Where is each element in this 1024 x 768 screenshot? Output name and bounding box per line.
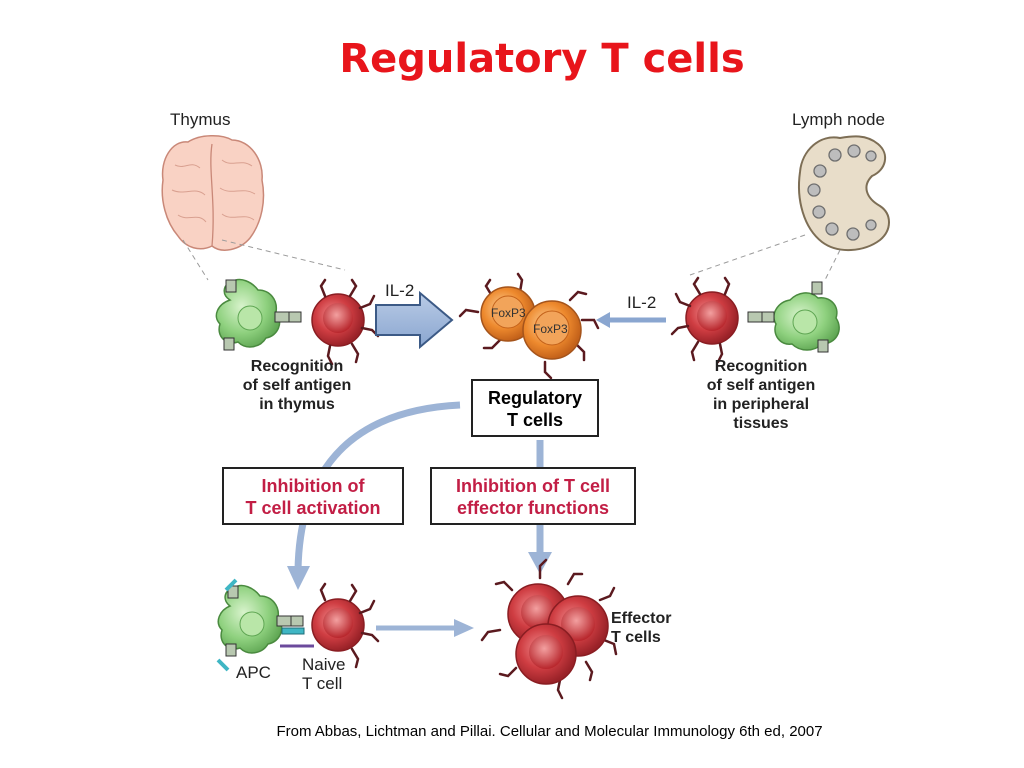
effector-t-cells-icon bbox=[480, 558, 618, 700]
inhibit-effector-box: Inhibition of T cell effector functions bbox=[430, 467, 636, 525]
peripheral-tcell-apc-pair bbox=[670, 276, 840, 364]
slide-title: Regulatory T cells bbox=[339, 36, 745, 82]
il2-left-label: IL-2 bbox=[385, 281, 415, 300]
inhibit-effector-line1: Inhibition of T cell bbox=[456, 476, 610, 496]
treg-box-line1: Regulatory bbox=[487, 388, 583, 408]
foxp3-label-b: FoxP3 bbox=[533, 322, 568, 336]
recog-periph-line2: of self antigen bbox=[706, 377, 816, 394]
thymus-label: Thymus bbox=[170, 110, 231, 129]
citation-footer: From Abbas, Lichtman and Pillai. Cellula… bbox=[276, 723, 823, 740]
lymph-node-label: Lymph node bbox=[792, 110, 885, 129]
inhibit-effector-line2: effector functions bbox=[456, 498, 609, 518]
il2-arrow-left bbox=[375, 290, 454, 350]
recognition-thymus-label: Recognition of self antigen in thymus bbox=[222, 357, 372, 414]
naive-t-cell-label: Naive T cell bbox=[302, 655, 345, 693]
activation-arrow bbox=[376, 619, 474, 637]
recog-periph-line3: in peripheral bbox=[712, 396, 810, 413]
recog-thymus-line3: in thymus bbox=[259, 396, 335, 413]
effector-t-cells-label: Effector T cells bbox=[611, 609, 671, 647]
thymus-icon bbox=[161, 135, 265, 251]
regulatory-t-cells-icon bbox=[458, 272, 600, 380]
recog-thymus-line1: Recognition bbox=[250, 358, 344, 375]
dashed-connectors bbox=[182, 234, 841, 281]
apc-label: APC bbox=[236, 663, 271, 682]
effector-line2: T cells bbox=[611, 629, 661, 646]
thymus-apc-tcell-pair bbox=[215, 278, 380, 366]
treg-box-line2: T cells bbox=[506, 410, 564, 430]
effector-line1: Effector bbox=[611, 610, 672, 627]
foxp3-label-a: FoxP3 bbox=[491, 306, 526, 320]
recognition-peripheral-label: Recognition of self antigen in periphera… bbox=[686, 357, 836, 433]
recog-thymus-line2: of self antigen bbox=[242, 377, 352, 394]
inhibit-activation-box: Inhibition of T cell activation bbox=[222, 467, 404, 525]
il2-arrow-right bbox=[596, 312, 666, 328]
inhibit-activation-line2: T cell activation bbox=[245, 498, 381, 518]
il2-right-label: IL-2 bbox=[627, 293, 657, 312]
inhibit-activation-line1: Inhibition of bbox=[261, 476, 365, 496]
regulatory-t-cells-box: Regulatory T cells bbox=[471, 379, 599, 437]
apc-naive-tcell-pair bbox=[216, 578, 380, 672]
recog-periph-line1: Recognition bbox=[714, 358, 808, 375]
naive-line1: Naive bbox=[302, 655, 346, 674]
naive-line2: T cell bbox=[302, 674, 343, 693]
curved-inhibition-arrow bbox=[287, 401, 461, 590]
recog-periph-line4: tissues bbox=[733, 415, 789, 432]
lymph-node-icon bbox=[798, 135, 890, 252]
